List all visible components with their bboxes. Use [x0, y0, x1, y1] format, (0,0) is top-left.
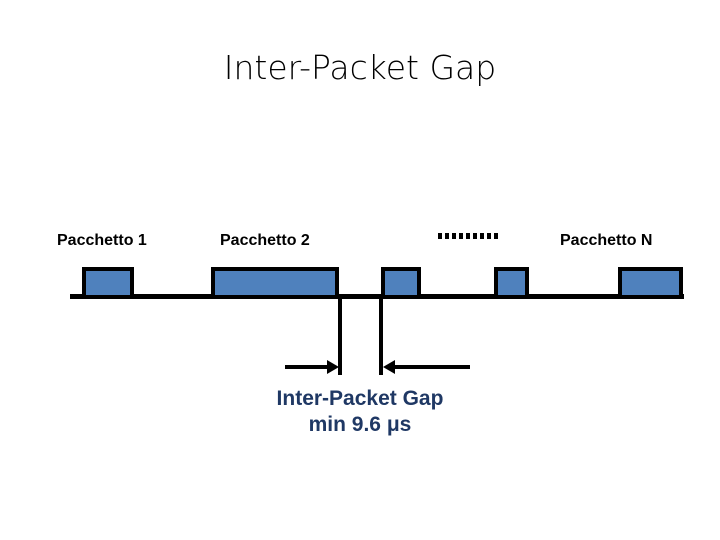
gap-arrow-left-shaft — [285, 365, 329, 369]
packet-block-n — [618, 267, 683, 299]
packet-label-1: Pacchetto 1 — [57, 232, 147, 249]
gap-arrow-right-head-icon — [383, 360, 395, 374]
packet-label-n: Pacchetto N — [560, 232, 653, 249]
packet-block-4 — [494, 267, 529, 299]
gap-arrow-right-shaft — [395, 365, 470, 369]
packet-block-2 — [211, 267, 339, 299]
gap-drop-line-left — [338, 299, 342, 375]
packet-block-3 — [381, 267, 421, 299]
gap-drop-line-right — [379, 299, 383, 375]
gap-caption-line-2: min 9.6 μs — [308, 413, 412, 436]
gap-arrow-left-head-icon — [327, 360, 339, 374]
packet-block-1 — [82, 267, 134, 299]
packet-label-2: Pacchetto 2 — [220, 232, 310, 249]
continuation-dots-icon — [438, 233, 498, 240]
gap-caption: Inter-Packet Gap min 9.6 μs — [0, 386, 720, 438]
page-title: Inter-Packet Gap — [223, 48, 497, 87]
timeline-baseline — [70, 294, 684, 299]
gap-caption-line-1: Inter-Packet Gap — [276, 387, 444, 410]
